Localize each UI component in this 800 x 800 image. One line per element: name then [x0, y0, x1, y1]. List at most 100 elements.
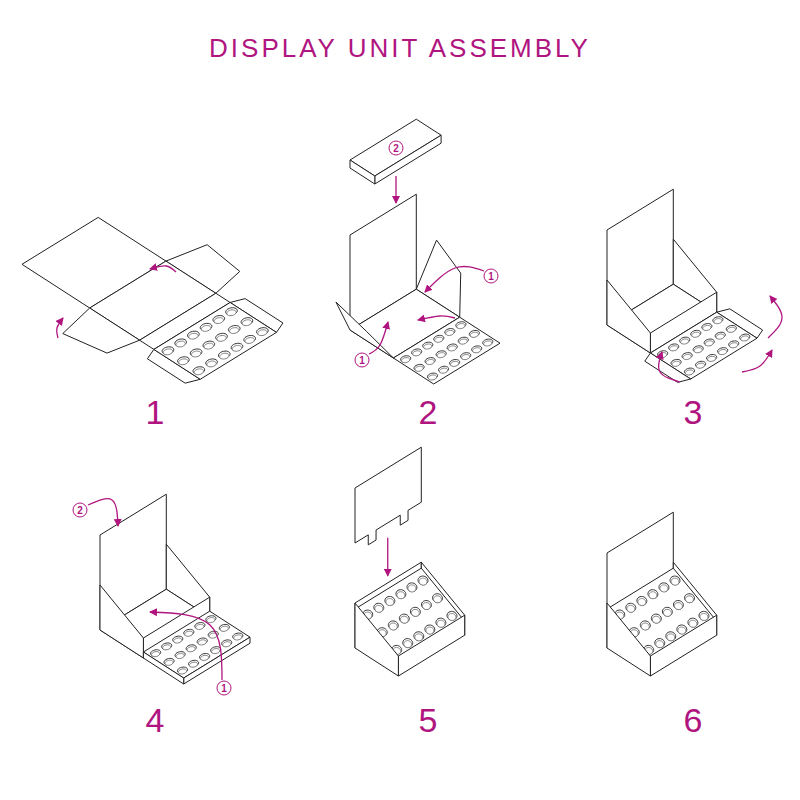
product-hole	[162, 347, 174, 354]
product-hole	[163, 645, 171, 650]
product-hole	[228, 326, 240, 333]
product-hole	[662, 607, 672, 616]
product-hole	[216, 333, 228, 340]
product-hole	[469, 330, 479, 336]
product-hole	[669, 344, 679, 350]
product-hole	[689, 620, 697, 627]
product-hole	[434, 596, 442, 603]
product-hole	[428, 375, 436, 380]
product-hole	[422, 603, 430, 610]
product-hole	[674, 603, 682, 610]
product-hole	[667, 634, 675, 641]
product-hole	[425, 358, 435, 364]
product-hole	[186, 645, 196, 651]
product-hole	[415, 634, 423, 641]
product-hole	[713, 317, 723, 323]
product-hole	[175, 652, 185, 658]
product-hole	[207, 361, 216, 367]
product-hole	[200, 653, 210, 659]
product-hole	[193, 367, 205, 374]
product-hole	[707, 354, 717, 360]
step-number: 5	[419, 703, 438, 737]
product-hole	[174, 638, 182, 643]
step-number: 6	[684, 703, 703, 737]
product-hole	[681, 339, 689, 344]
fold-arrow	[150, 266, 176, 272]
product-hole	[220, 353, 229, 359]
product-hole	[447, 611, 457, 620]
product-hole	[213, 316, 225, 323]
callout-number: 2	[73, 503, 88, 518]
product-hole	[434, 335, 444, 341]
product-hole	[211, 647, 221, 653]
product-hole	[726, 325, 736, 331]
product-hole	[470, 332, 478, 337]
step-number: 4	[146, 703, 165, 737]
product-hole	[418, 576, 428, 585]
product-hole	[693, 346, 703, 352]
side-panel	[100, 585, 143, 658]
product-hole	[694, 348, 702, 353]
product-hole	[163, 349, 172, 355]
product-hole	[683, 354, 691, 359]
product-hole	[672, 361, 680, 366]
product-hole	[436, 351, 446, 357]
header-card	[355, 447, 421, 545]
fold-arrow	[395, 176, 396, 203]
product-hole	[413, 351, 421, 356]
product-hole	[179, 359, 188, 365]
side-flap	[336, 302, 393, 358]
product-hole	[207, 618, 215, 623]
product-hole	[638, 599, 646, 606]
product-hole	[190, 662, 198, 667]
product-hole	[231, 343, 243, 350]
fold-arrow	[742, 350, 772, 372]
product-hole	[214, 318, 223, 324]
product-hole	[203, 341, 215, 348]
product-hole	[462, 355, 470, 360]
product-hole	[447, 344, 457, 350]
product-hole	[374, 603, 384, 612]
step-number: 2	[419, 395, 438, 429]
product-hole	[242, 320, 251, 326]
product-hole	[640, 621, 650, 630]
fold-arrow	[387, 538, 388, 576]
product-hole	[189, 333, 198, 339]
product-hole	[648, 590, 658, 599]
product-hole	[445, 329, 455, 335]
product-hole	[244, 335, 256, 342]
front-panel	[398, 615, 464, 676]
product-hole	[684, 368, 694, 374]
product-hole	[173, 636, 183, 642]
product-hole	[448, 346, 456, 351]
product-hole	[400, 616, 408, 623]
product-hole	[688, 618, 698, 627]
product-hole	[741, 336, 749, 341]
product-hole	[456, 322, 466, 328]
product-hole	[414, 364, 424, 370]
product-hole	[696, 361, 706, 367]
product-hole	[175, 339, 187, 346]
product-hole	[218, 351, 230, 358]
product-hole	[197, 638, 207, 644]
product-hole	[407, 583, 417, 592]
product-hole	[194, 369, 203, 375]
product-hole	[637, 596, 647, 605]
product-hole	[426, 359, 434, 364]
product-hole	[415, 366, 423, 371]
product-hole	[222, 640, 232, 646]
fold-arrow	[659, 352, 680, 382]
product-hole	[459, 339, 467, 344]
product-hole	[435, 337, 443, 342]
product-hole	[178, 669, 186, 674]
product-hole	[401, 356, 411, 362]
product-hole	[421, 601, 431, 610]
fold-arrow	[369, 322, 388, 354]
product-hole	[439, 366, 449, 372]
product-hole	[196, 624, 204, 629]
product-hole	[426, 627, 434, 634]
product-hole	[425, 625, 435, 634]
product-hole	[223, 642, 231, 647]
tray-flap	[645, 353, 691, 382]
product-hole	[450, 359, 460, 365]
